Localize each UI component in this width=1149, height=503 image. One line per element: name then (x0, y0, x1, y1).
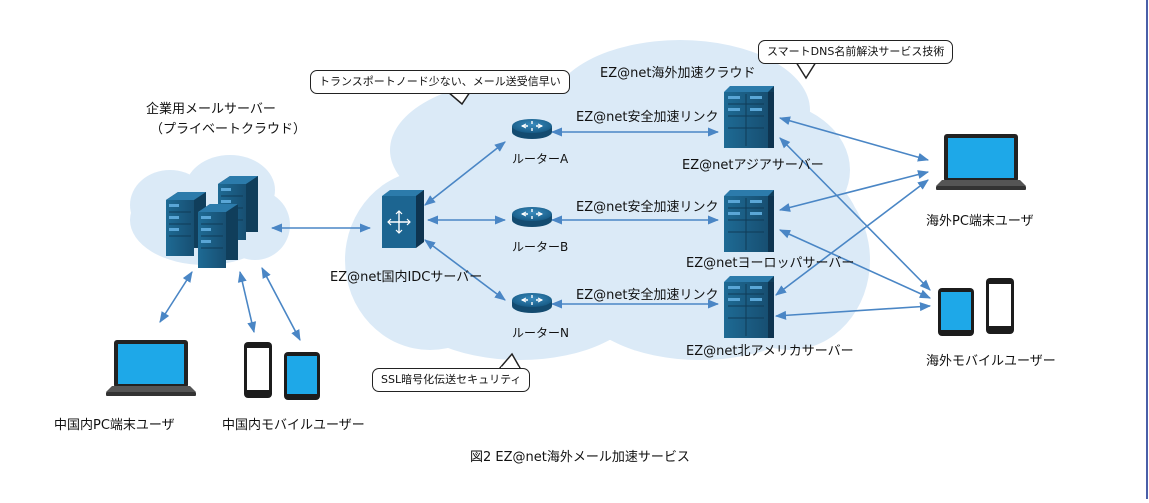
domestic-tablet-icon (284, 352, 320, 400)
connection-arrows (159, 116, 932, 341)
mail-server-label: 企業用メールサーバー (146, 102, 276, 117)
link-n-label: EZ@net安全加速リンク (576, 288, 719, 303)
arrow-idc-router-n (424, 239, 506, 301)
router-b-label: ルーターB (512, 240, 569, 254)
domestic-pc-label: 中国内PC端末ユーザ (54, 418, 175, 433)
link-b-label: EZ@net安全加速リンク (576, 200, 719, 215)
callout-tail-dns (794, 61, 818, 80)
router-n-icon (511, 292, 553, 314)
router-a-icon (511, 118, 553, 140)
router-b-icon (511, 206, 553, 228)
page-right-border (1146, 0, 1148, 499)
arrow-na-mobile (774, 302, 932, 320)
overseas-laptop-icon (936, 134, 1026, 190)
na-server-label: EZ@net北アメリカサーバー (686, 344, 854, 359)
domestic-phone-icon (244, 342, 272, 398)
idc-server-icon (382, 190, 424, 248)
asia-server-icon (723, 85, 775, 149)
overseas-mobile-label: 海外モバイルユーザー (926, 354, 1056, 369)
overseas-pc-label: 海外PC端末ユーザ (926, 214, 1034, 229)
domestic-mobile-label: 中国内モバイルユーザー (222, 418, 365, 433)
overseas-phone-icon (986, 278, 1014, 334)
mail-server-sublabel: （プライベートクラウド） (150, 122, 307, 137)
router-n-label: ルーターN (512, 326, 569, 340)
europe-server-icon (723, 189, 775, 253)
cloud-label: EZ@net海外加速クラウド (600, 66, 756, 81)
asia-server-label: EZ@netアジアサーバー (682, 158, 824, 173)
arrow-idc-router-a (424, 141, 506, 206)
link-a-label: EZ@net安全加速リンク (576, 110, 719, 125)
na-server-icon (723, 275, 775, 339)
callout-dns: スマートDNS名前解決サービス技術 (758, 40, 954, 64)
overseas-tablet-icon (938, 288, 974, 336)
idc-server-label: EZ@net国内IDCサーバー (330, 270, 483, 285)
callout-ssl: SSL暗号化伝送セキュリティ (372, 368, 531, 392)
europe-server-label: EZ@netヨーロッパサーバー (686, 256, 855, 271)
arrow-mail-mobile-2 (261, 267, 301, 341)
arrow-na-pc (775, 179, 929, 296)
router-a-label: ルーターA (512, 152, 569, 166)
arrow-mail-pc-1 (159, 271, 193, 323)
domestic-laptop-icon (106, 340, 196, 396)
arrow-mail-mobile-1 (237, 270, 257, 334)
callout-transport: トランスポートノード少ない、メール送受信早い (310, 70, 570, 94)
figure-caption: 図2 EZ@net海外メール加速サービス (470, 450, 690, 465)
